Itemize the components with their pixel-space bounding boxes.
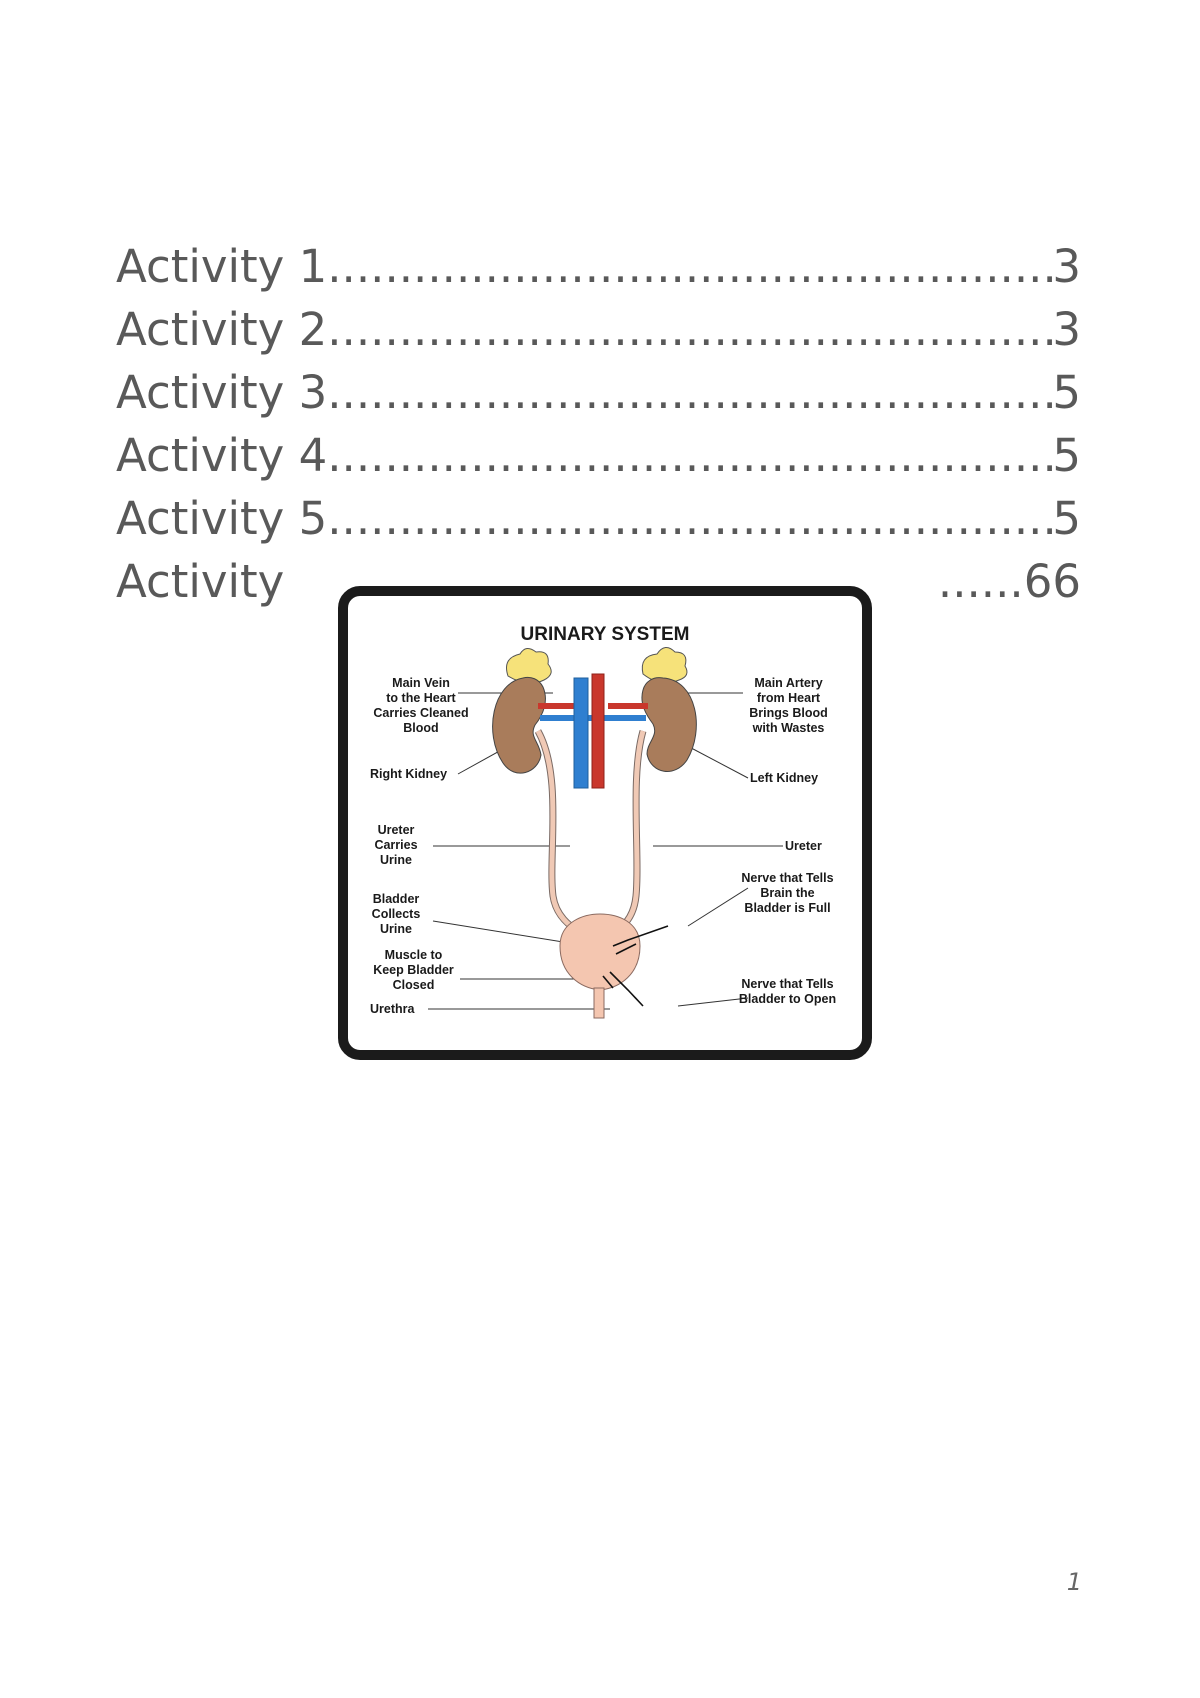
toc-entry-page: 6 xyxy=(1052,555,1081,608)
toc-leader-dots xyxy=(327,303,1052,356)
toc-entry-title: Activity 3 xyxy=(116,366,328,419)
urinary-system-illustration xyxy=(428,647,783,1019)
label-bladder: Bladder Collects Urine xyxy=(371,892,421,936)
nerve-bladder-full xyxy=(612,925,669,955)
toc-entry-activity-3[interactable]: Activity 3 5 xyxy=(116,366,1081,429)
label-urethra: Urethra xyxy=(370,1002,415,1016)
right-kidney xyxy=(492,676,546,774)
toc-entry-title: Activity 2 xyxy=(116,303,328,356)
toc-entry-activity-5[interactable]: Activity 5 5 xyxy=(116,492,1081,555)
page-number: 1 xyxy=(1066,1568,1082,1596)
toc-entry-activity-4[interactable]: Activity 4 5 xyxy=(116,429,1081,492)
main-artery xyxy=(591,673,605,789)
toc-entry-title: Activity 4 xyxy=(116,429,328,482)
toc-entry-title: Activity 1 xyxy=(116,240,328,293)
label-nerve-bladder-full: Nerve that Tells Brain the Bladder is Fu… xyxy=(741,871,834,915)
toc-entry-page: 5 xyxy=(1052,366,1081,419)
toc-entry-page: 3 xyxy=(1052,303,1081,356)
label-main-artery: Main Artery from Heart Brings Blood with… xyxy=(749,676,828,735)
label-right-kidney: Right Kidney xyxy=(370,767,448,781)
toc-entry-title: Activity 5 xyxy=(116,492,328,545)
toc-entry-page: 5 xyxy=(1052,492,1081,545)
label-main-vein: Main Vein to the Heart Carries Cleaned B… xyxy=(373,676,469,735)
nerve-bladder-open xyxy=(602,971,644,1007)
toc-leader-dots xyxy=(327,429,1052,482)
bladder xyxy=(559,913,641,991)
figure-title: URINARY SYSTEM xyxy=(520,624,690,645)
toc-entry-activity-1[interactable]: Activity 1 3 xyxy=(116,240,1081,303)
left-kidney xyxy=(641,677,697,772)
label-muscle: Muscle to Keep Bladder Closed xyxy=(373,948,454,992)
label-nerve-bladder-open: Nerve that Tells Bladder to Open xyxy=(738,977,837,1006)
urinary-system-figure: URINARY SYSTEM Main Vein to the Heart Ca… xyxy=(338,586,872,1060)
label-ureter-right: Ureter xyxy=(785,839,822,853)
left-adrenal-gland xyxy=(641,647,688,684)
main-vein xyxy=(573,677,589,789)
toc-entry-activity-2[interactable]: Activity 2 3 xyxy=(116,303,1081,366)
right-ureter xyxy=(534,729,580,934)
toc-leader-dots xyxy=(327,366,1052,419)
toc-entry-page: 3 xyxy=(1052,240,1081,293)
toc-leader-dots xyxy=(327,240,1052,293)
toc-entry-activity-6[interactable]: Activity 6 6 xyxy=(116,555,1081,618)
toc-leader-dots xyxy=(327,492,1052,545)
right-adrenal-gland xyxy=(506,648,552,684)
label-ureter-left: Ureter Carries Urine xyxy=(374,823,418,867)
toc-entry-title: Activity xyxy=(116,555,285,608)
table-of-contents: Activity 1 3 Activity 2 3 Activity 3 5 A… xyxy=(116,240,1081,618)
toc-entry-trailing-number: 6 xyxy=(938,555,1053,608)
label-left-kidney: Left Kidney xyxy=(750,771,819,785)
toc-entry-page: 5 xyxy=(1052,429,1081,482)
urethra xyxy=(593,987,605,1019)
